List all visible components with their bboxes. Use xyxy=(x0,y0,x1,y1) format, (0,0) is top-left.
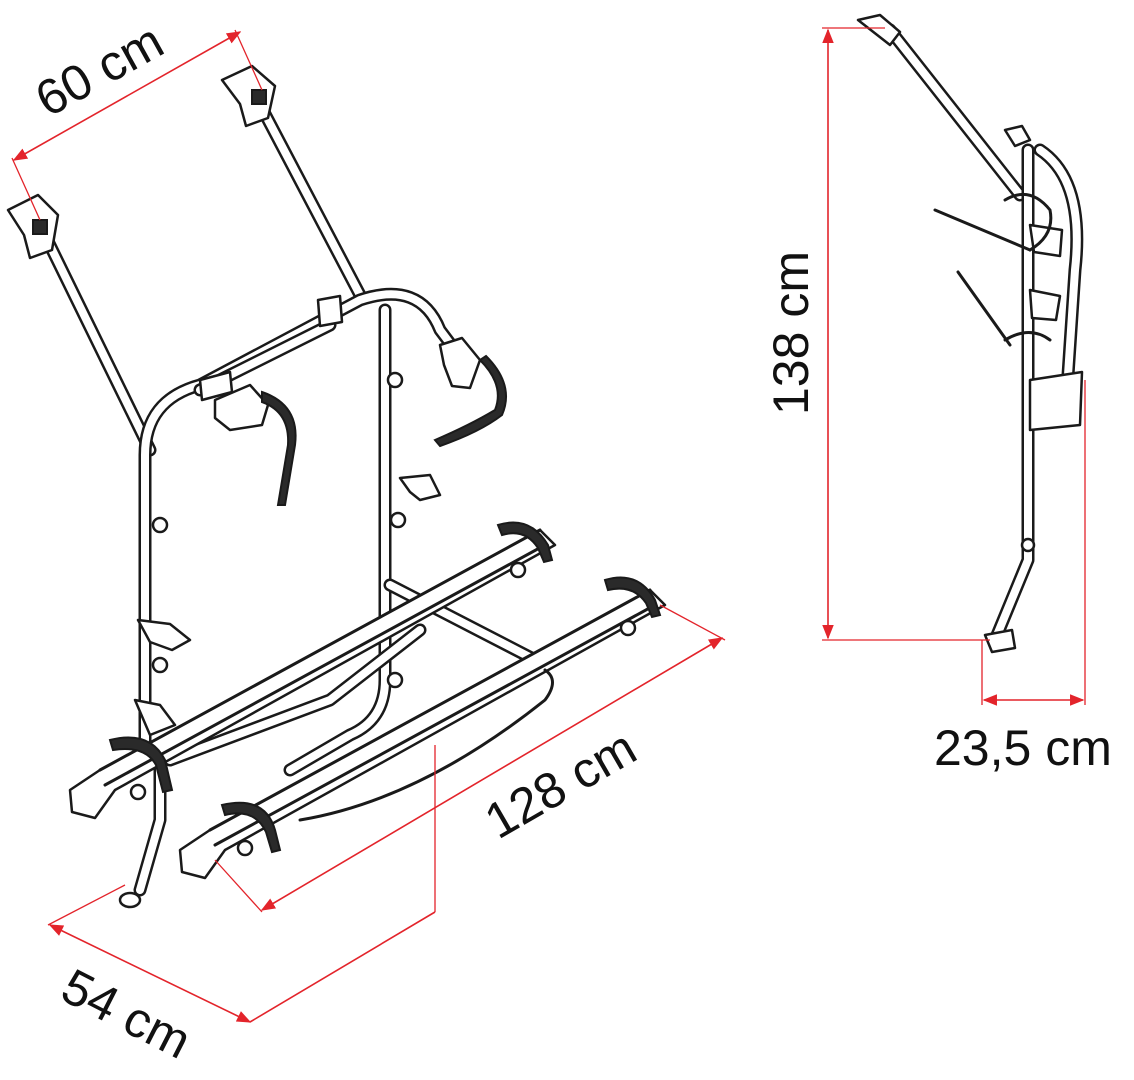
dimension-label-128: 128 cm xyxy=(476,719,646,849)
top-bracket-right xyxy=(220,64,277,128)
dimension-label-54: 54 cm xyxy=(53,958,200,1070)
dimension-width-top: 60 cm xyxy=(11,13,263,221)
dimension-length: 128 cm xyxy=(214,604,726,913)
dimension-label-138: 138 cm xyxy=(763,251,819,415)
dimension-label-23-5: 23,5 cm xyxy=(934,720,1112,776)
top-clamp-right xyxy=(316,294,507,448)
top-clamp-left xyxy=(198,370,297,506)
top-bracket-left xyxy=(6,193,60,260)
dimension-depth: 23,5 cm xyxy=(934,380,1112,776)
dimension-height: 138 cm xyxy=(763,27,990,641)
rack-side-view xyxy=(856,13,1084,654)
dimension-label-60: 60 cm xyxy=(26,13,172,128)
